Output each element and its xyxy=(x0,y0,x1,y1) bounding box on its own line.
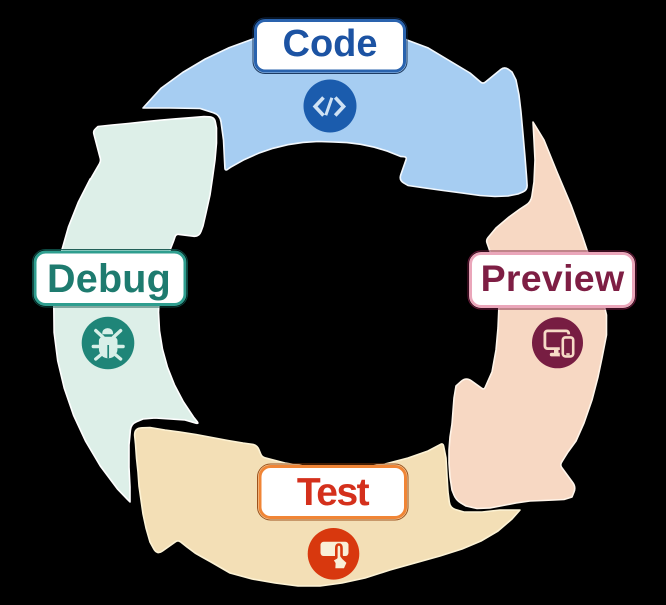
svg-text:Debug: Debug xyxy=(47,257,171,301)
svg-text:Code: Code xyxy=(283,23,378,65)
svg-text:Test: Test xyxy=(297,471,370,514)
svg-text:Preview: Preview xyxy=(481,257,625,299)
